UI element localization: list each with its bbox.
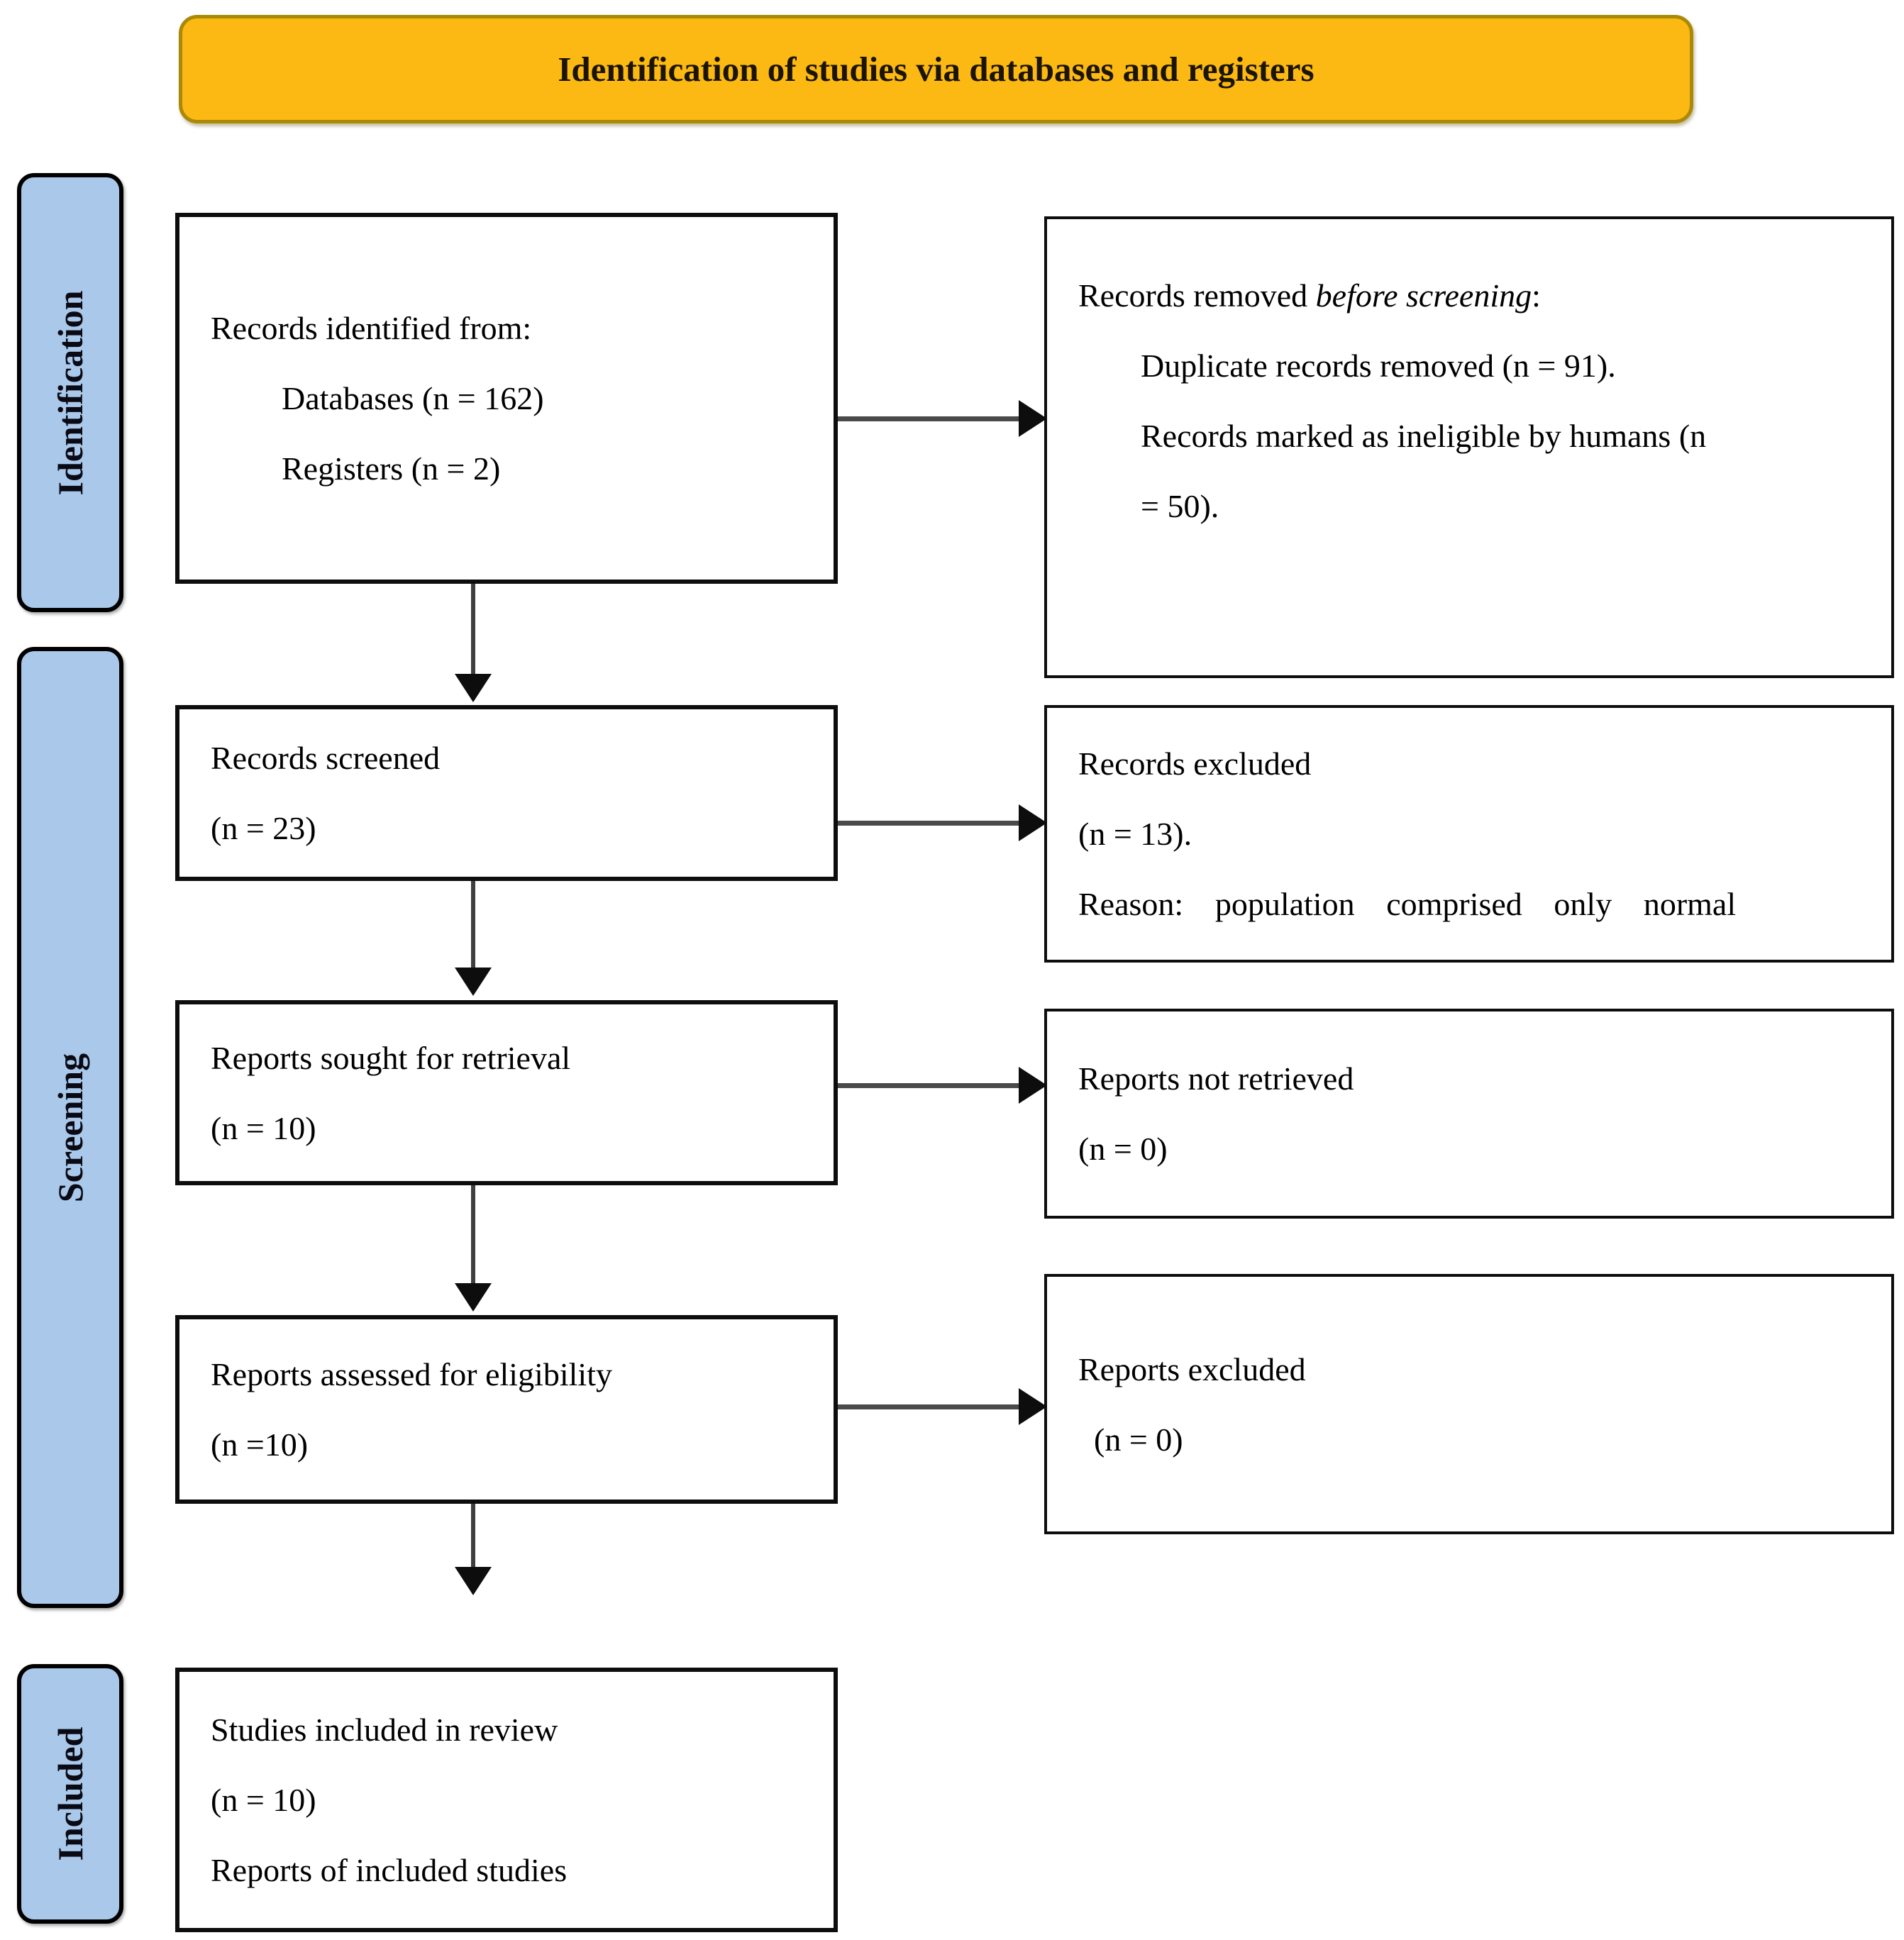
- stage-identification-label: Identification: [50, 290, 90, 495]
- records-removed-duplicates: Duplicate records removed (n = 91).: [1141, 348, 1616, 384]
- box-reports-not-retrieved: Reports not retrieved (n = 0): [1044, 1009, 1894, 1219]
- reports-assessed-heading: Reports assessed for eligibility: [211, 1356, 612, 1392]
- reports-sought-heading: Reports sought for retrieval: [211, 1039, 571, 1076]
- reports-excluded-count: (n = 0): [1094, 1421, 1183, 1458]
- stage-screening-label: Screening: [50, 1053, 90, 1202]
- reports-assessed-count: (n =10): [211, 1426, 309, 1463]
- studies-included-heading: Studies included in review: [211, 1712, 558, 1748]
- stage-screening: Screening: [17, 647, 123, 1608]
- records-identified-databases: Databases (n = 162): [282, 380, 544, 416]
- reports-not-retrieved-heading: Reports not retrieved: [1078, 1060, 1354, 1097]
- arrow-identified-to-removed-head-icon: [1019, 400, 1047, 437]
- records-removed-heading: Records removed before screening:: [1078, 277, 1541, 314]
- box-reports-sought: Reports sought for retrieval (n = 10): [175, 1000, 838, 1185]
- reports-excluded-heading: Reports excluded: [1078, 1351, 1306, 1387]
- arrow-assessed-to-reportsexcluded-head-icon: [1019, 1388, 1047, 1425]
- studies-included-count: (n = 10): [211, 1782, 316, 1818]
- records-identified-heading: Records identified from:: [211, 310, 532, 346]
- box-records-excluded: Records excluded (n = 13). Reason: popul…: [1044, 705, 1894, 963]
- records-excluded-count: (n = 13).: [1078, 816, 1192, 852]
- arrow-screened-to-excluded-line: [838, 821, 1019, 826]
- reports-sought-count: (n = 10): [211, 1109, 316, 1146]
- records-excluded-reason: Reason: population comprised only normal: [1078, 886, 1737, 922]
- stage-included-label: Included: [50, 1726, 90, 1861]
- arrow-sought-to-assessed-head-icon: [455, 1283, 492, 1312]
- box-records-identified: Records identified from: Databases (n = …: [175, 213, 838, 584]
- arrow-identified-to-screened-line: [471, 584, 475, 676]
- records-identified-registers: Registers (n = 2): [282, 450, 501, 487]
- records-screened-count: (n = 23): [211, 810, 316, 846]
- arrow-assessed-to-included-head-icon: [455, 1567, 492, 1595]
- box-reports-excluded: Reports excluded (n = 0): [1044, 1274, 1894, 1534]
- stage-identification: Identification: [17, 173, 123, 612]
- arrow-sought-to-assessed-line: [471, 1185, 475, 1285]
- box-studies-included: Studies included in review (n = 10) Repo…: [175, 1668, 838, 1932]
- records-screened-heading: Records screened: [211, 740, 441, 776]
- stage-included: Included: [17, 1664, 123, 1924]
- arrow-sought-to-notretrieved-line: [838, 1083, 1019, 1088]
- studies-included-reports: Reports of included studies: [211, 1852, 568, 1888]
- box-reports-assessed: Reports assessed for eligibility (n =10): [175, 1315, 838, 1504]
- arrow-screened-to-sought-head-icon: [455, 968, 492, 996]
- arrow-assessed-to-reportsexcluded-line: [838, 1404, 1019, 1409]
- arrow-assessed-to-included-line: [471, 1504, 475, 1569]
- records-excluded-heading: Records excluded: [1078, 745, 1312, 782]
- arrow-identified-to-screened-head-icon: [455, 674, 492, 702]
- arrow-screened-to-sought-line: [471, 881, 475, 970]
- box-records-screened: Records screened (n = 23): [175, 705, 838, 881]
- box-records-removed: Records removed before screening: Duplic…: [1044, 216, 1894, 678]
- banner: Identification of studies via databases …: [179, 15, 1693, 123]
- arrow-identified-to-removed-line: [838, 416, 1019, 421]
- records-removed-ineligible: Records marked as ineligible by humans (…: [1141, 418, 1707, 454]
- arrow-screened-to-excluded-head-icon: [1019, 804, 1047, 841]
- records-removed-ineligible-cont: = 50).: [1141, 488, 1219, 524]
- arrow-sought-to-notretrieved-head-icon: [1019, 1067, 1047, 1104]
- banner-title: Identification of studies via databases …: [558, 50, 1314, 89]
- reports-not-retrieved-count: (n = 0): [1078, 1131, 1168, 1167]
